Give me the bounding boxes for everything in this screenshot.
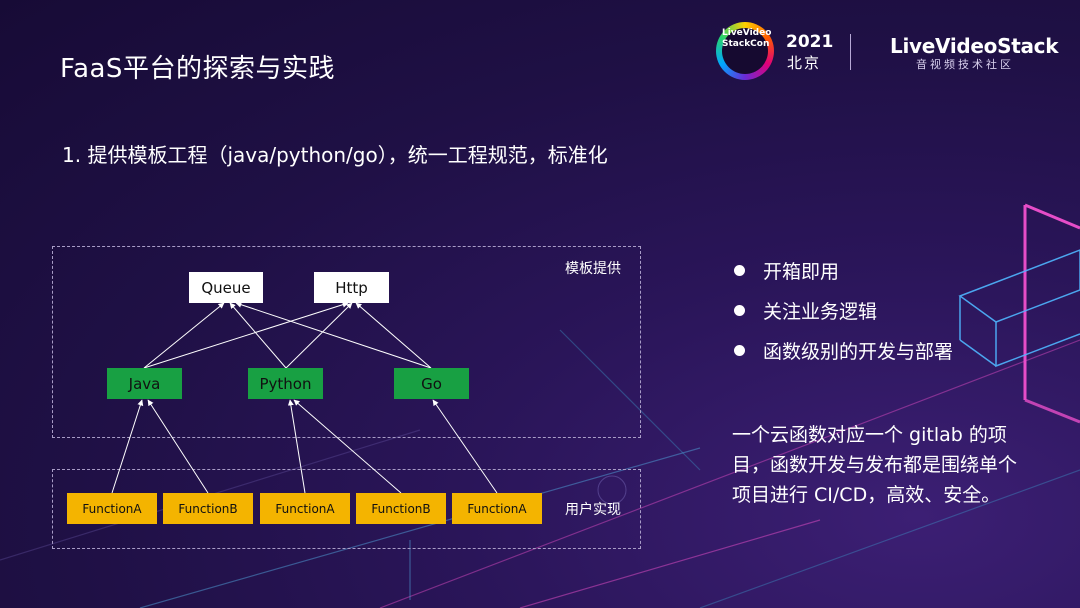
bullet-text: 关注业务逻辑: [763, 300, 878, 323]
brand-logo: LiveVideoStack: [890, 34, 1059, 58]
event-logo: LiveVideo StackCon: [716, 22, 774, 80]
bullet-dot-icon: [734, 264, 745, 276]
slide-title: FaaS平台的探索与实践: [60, 54, 335, 84]
bullet-item: 关注业务逻辑: [730, 290, 953, 330]
template-region-label: 模板提供: [565, 261, 621, 277]
node-function-a-2: FunctionA: [260, 493, 350, 524]
node-function-b-2: FunctionB: [356, 493, 446, 524]
node-function-a-1: FunctionA: [67, 493, 157, 524]
slide-subtitle: 1. 提供模板工程（java/python/go），统一工程规范，标准化: [62, 143, 608, 167]
bullet-text: 函数级别的开发与部署: [763, 340, 954, 363]
bullet-text: 开箱即用: [763, 260, 840, 283]
user-region-label: 用户实现: [565, 502, 621, 518]
event-logo-text: LiveVideo StackCon: [722, 28, 772, 49]
event-year: 2021: [786, 32, 834, 52]
node-python: Python: [248, 368, 323, 399]
bullet-dot-icon: [734, 344, 745, 356]
node-function-a-3: FunctionA: [452, 493, 542, 524]
node-java: Java: [107, 368, 182, 399]
summary-note: 一个云函数对应一个 gitlab 的项目，函数开发与发布都是围绕单个项目进行 C…: [732, 424, 1018, 506]
bullet-item: 函数级别的开发与部署: [730, 330, 953, 370]
node-go: Go: [394, 368, 469, 399]
node-http: Http: [314, 272, 389, 303]
feature-bullet-list: 开箱即用 关注业务逻辑 函数级别的开发与部署: [730, 250, 953, 370]
brand-tagline: 音视频技术社区: [916, 58, 1014, 71]
bullet-item: 开箱即用: [730, 250, 953, 290]
brand-divider: [850, 34, 851, 70]
node-function-b-1: FunctionB: [163, 493, 253, 524]
node-queue: Queue: [189, 272, 263, 303]
box-3d-decoration: [1023, 203, 1080, 424]
bullet-dot-icon: [734, 304, 745, 316]
event-city: 北京: [787, 54, 822, 72]
